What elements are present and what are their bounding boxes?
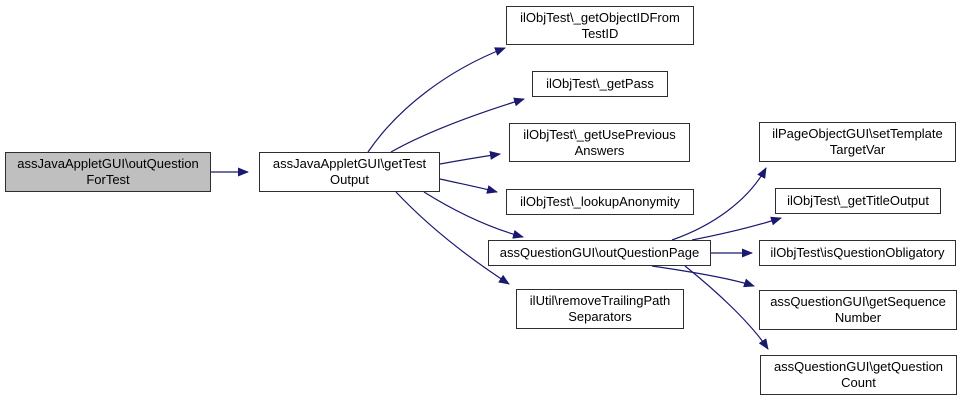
node-isquestionobligatory[interactable]: ilObjTest\isQuestionObligatory bbox=[759, 240, 956, 266]
node-gettitleoutput[interactable]: ilObjTest\_getTitleOutput bbox=[775, 188, 941, 214]
edge-gettestoutput-to-getpass bbox=[390, 97, 525, 153]
node-label-line: ForTest bbox=[86, 172, 130, 187]
node-getsequencenumber[interactable]: assQuestionGUI\getSequence Number bbox=[759, 290, 957, 330]
node-getusepreviousanswers[interactable]: ilObjTest\_getUsePrevious Answers bbox=[509, 123, 690, 162]
node-outquestionpage[interactable]: assQuestionGUI\outQuestionPage bbox=[488, 240, 711, 266]
node-label-line: assQuestionGUI\getQuestion bbox=[773, 359, 944, 374]
edge-gettestoutput-to-removetrailingpathseparators bbox=[395, 191, 510, 285]
edge-outquestionpage-to-getquestioncount bbox=[684, 265, 769, 350]
node-lookupanonymity[interactable]: ilObjTest\_lookupAnonymity bbox=[506, 189, 694, 215]
node-label-line: TargetVar bbox=[829, 142, 886, 157]
node-label-line: TestID bbox=[581, 25, 619, 41]
edge-gettestoutput-to-getobjectidfromtestid bbox=[367, 47, 506, 153]
node-settemplatetargetvar[interactable]: ilPageObjectGUI\setTemplate TargetVar bbox=[759, 122, 956, 162]
node-label-line: ilObjTest\_lookupAnonymity bbox=[520, 194, 680, 209]
node-label-line: ilUtil\removeTrailingPath bbox=[529, 293, 671, 308]
node-getquestioncount[interactable]: assQuestionGUI\getQuestion Count bbox=[760, 355, 957, 395]
node-gettestoutput[interactable]: assJavaAppletGUI\getTest Output bbox=[259, 152, 440, 192]
node-label-line: Separators bbox=[568, 309, 632, 324]
node-label-line: assQuestionGUI\outQuestionPage bbox=[499, 245, 700, 260]
edge-outquestionpage-to-gettitleoutput bbox=[691, 216, 782, 241]
edge-gettestoutput-to-lookupanonymity bbox=[439, 178, 498, 194]
node-label-line: ilObjTest\isQuestionObligatory bbox=[770, 245, 945, 260]
edge-outquestionpage-to-getsequencenumber bbox=[651, 265, 755, 288]
node-label-line: ilObjTest\_getUsePrevious bbox=[523, 126, 676, 142]
node-label-line: assJavaAppletGUI\getTest bbox=[272, 156, 427, 171]
node-label-line: assJavaAppletGUI\outQuestion bbox=[17, 156, 199, 171]
node-label-line: ilObjTest\_getTitleOutput bbox=[787, 193, 929, 208]
node-removetrailingpathseparators[interactable]: ilUtil\removeTrailingPath Separators bbox=[516, 289, 684, 329]
node-label-line: ilObjTest\_getPass bbox=[546, 76, 654, 91]
edge-gettestoutput-to-getusepreviousanswers bbox=[439, 151, 501, 165]
node-outquestionfortest: assJavaAppletGUI\outQuestion ForTest bbox=[5, 152, 211, 192]
node-label-line: ilPageObjectGUI\setTemplate bbox=[772, 126, 943, 141]
node-label-line: ilObjTest\_getObjectIDFrom bbox=[520, 9, 680, 25]
edge-gettestoutput-to-outquestionpage bbox=[423, 191, 524, 239]
node-getobjectidfromtestid[interactable]: ilObjTest\_getObjectIDFrom TestID bbox=[506, 6, 694, 45]
node-getpass[interactable]: ilObjTest\_getPass bbox=[532, 71, 668, 97]
node-label-line: Answers bbox=[574, 142, 625, 158]
edge-outquestionpage-to-settemplatetargetvar bbox=[671, 167, 767, 241]
node-label-line: Count bbox=[841, 375, 876, 390]
node-label-line: Output bbox=[329, 172, 370, 187]
node-label-line: Number bbox=[834, 310, 882, 325]
node-label-line: assQuestionGUI\getSequence bbox=[770, 294, 946, 309]
